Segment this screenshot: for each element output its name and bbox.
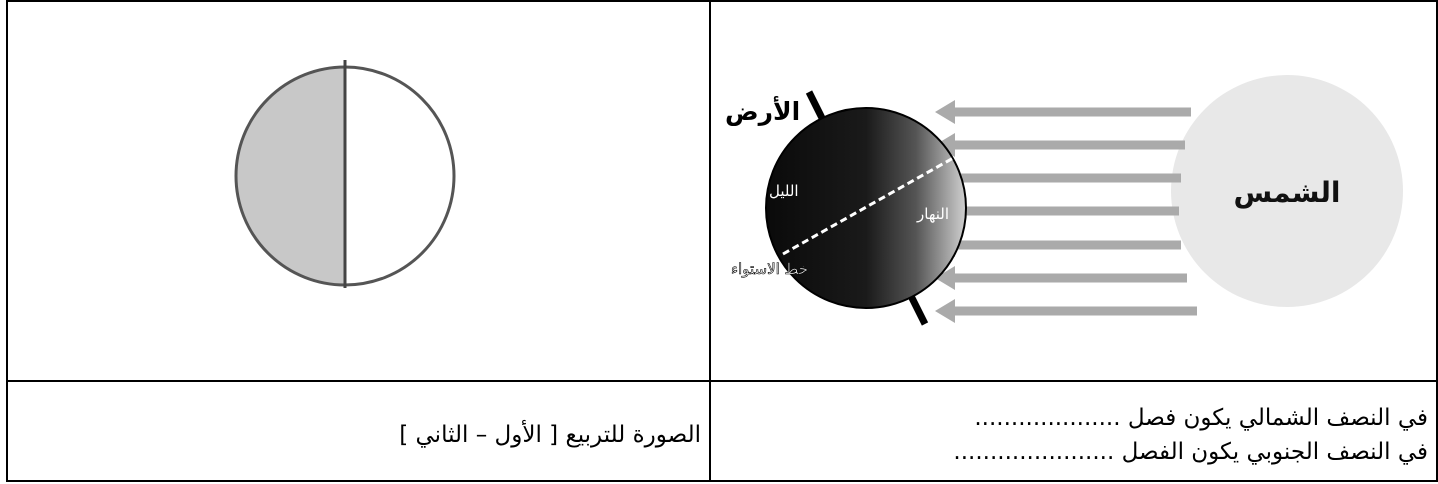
worksheet-table: الشمس [6, 0, 1438, 482]
question-northern-hemisphere: في النصف الشمالي يكون فصل ..............… [711, 401, 1436, 435]
quadrant-caption: الصورة للتربيع [ الأول – الثاني ] [8, 418, 709, 452]
moon-phase-cell [7, 1, 710, 381]
earth-sun-diagram: الشمس [711, 2, 1436, 380]
earth-label: الأرض [725, 96, 800, 126]
sun-label: الشمس [1234, 176, 1341, 209]
arrowhead [935, 100, 955, 124]
shaded-half [236, 67, 345, 285]
earth-sun-cell: الشمس [710, 1, 1437, 381]
day-label: النهار [916, 205, 949, 223]
questions-cell: في النصف الشمالي يكون فصل ..............… [710, 381, 1437, 481]
question-southern-hemisphere: في النصف الجنوبي يكون الفصل ............… [711, 435, 1436, 469]
moon-phase-figure [8, 2, 709, 380]
equator-label: خط الاستواء [731, 260, 808, 278]
caption-cell: الصورة للتربيع [ الأول – الثاني ] [7, 381, 710, 481]
sun-rays [947, 112, 1197, 311]
arrowhead [935, 299, 955, 323]
night-label: الليل [769, 182, 799, 200]
